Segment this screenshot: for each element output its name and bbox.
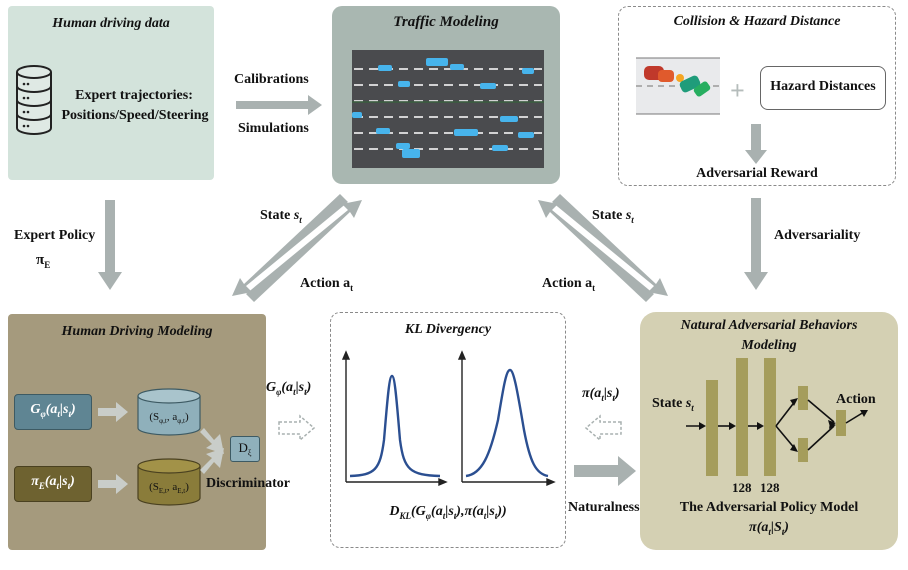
adversarial-policy-model-label: The Adversarial Policy Model (679, 500, 859, 515)
human-driving-modeling-title: Human Driving Modeling (61, 324, 213, 339)
hidden-layer-1-size: 128 (732, 480, 752, 495)
adversarial-reward-label: Adversarial Reward (696, 166, 818, 181)
discriminator-symbol: Dξ (238, 440, 252, 458)
adversarial-policy-formula: π(at|St) (749, 520, 789, 537)
kl-curves (341, 350, 556, 487)
traffic-road-image (352, 50, 544, 168)
adversarial-policy-output-label: π(at|st) (582, 386, 620, 403)
plus-sign: + (730, 76, 745, 105)
state-left-label: State st (260, 208, 302, 225)
db-to-discriminator-arrows (200, 428, 224, 474)
state-right-label: State st (592, 208, 634, 225)
expert-policy-symbol: πE (36, 252, 51, 270)
discriminator-label: Discriminator (206, 476, 290, 491)
calibrations-label: Calibrations (234, 72, 309, 87)
positions-speed-steering-label: Positions/Speed/Steering (61, 108, 209, 123)
expert-to-db-arrow (98, 474, 128, 494)
action-left-label: Action at (300, 276, 354, 293)
expert-policy-label: Expert Policy (14, 228, 96, 243)
database-icon (16, 65, 52, 135)
calibrations-arrow (236, 95, 322, 115)
collision-hazard-title: Collision & Hazard Distance (673, 14, 841, 29)
action-right-label: Action at (542, 276, 596, 293)
nab-state-label: State st (652, 396, 694, 413)
expert-policy-box-label: πE(at|st) (31, 474, 75, 491)
expert-policy-box (14, 466, 92, 502)
adversariality-arrow (744, 198, 768, 290)
generator-to-db-arrow (98, 402, 128, 422)
generator-to-kl-dashed-arrow (278, 414, 316, 442)
nab-modeling-title-1: Natural Adversarial Behaviors (680, 318, 858, 333)
collision-hazard-panel (618, 6, 896, 186)
nab-modeling-title-2: Modeling (741, 338, 797, 353)
generator-policy-box (14, 394, 92, 430)
state-action-arrows-right (538, 194, 668, 302)
hazard-distances-box (760, 66, 886, 110)
hazard-distances-label: Hazard Distances (770, 79, 876, 94)
collision-road-image (636, 57, 720, 115)
policy-network-diagram (686, 358, 868, 476)
expert-samples-db: (SE,t, aE,t) (137, 458, 201, 506)
human-driving-modeling-panel (8, 314, 266, 550)
hazard-down-arrow (745, 124, 767, 164)
expert-policy-arrow (98, 200, 122, 290)
nab-action-label: Action (836, 392, 876, 407)
generated-samples-db: (Sφ,t, aφ,t) (137, 388, 201, 436)
policy-to-kl-dashed-arrow (584, 414, 622, 442)
traffic-modeling-title: Traffic Modeling (393, 14, 499, 30)
expert-trajectories-label: Expert trajectories: (75, 88, 193, 103)
state-action-arrows-left (232, 194, 362, 302)
generator-policy-label: Gφ(at|st) (30, 402, 76, 419)
simulations-label: Simulations (238, 121, 309, 136)
kl-divergency-title: KL Divergency (404, 322, 492, 337)
naturalness-label: Naturalness (568, 500, 640, 515)
adversariality-label: Adversariality (774, 228, 861, 243)
kl-divergency-panel (330, 312, 566, 548)
human-driving-data-title: Human driving data (52, 16, 170, 31)
generator-policy-output-label: Gφ(at|st) (266, 380, 312, 397)
kl-formula: DKL(Gφ(at|st),π(at|st)) (389, 504, 507, 521)
hidden-layer-2-size: 128 (760, 480, 780, 495)
naturalness-arrow (574, 456, 636, 486)
discriminator-box (230, 436, 260, 462)
